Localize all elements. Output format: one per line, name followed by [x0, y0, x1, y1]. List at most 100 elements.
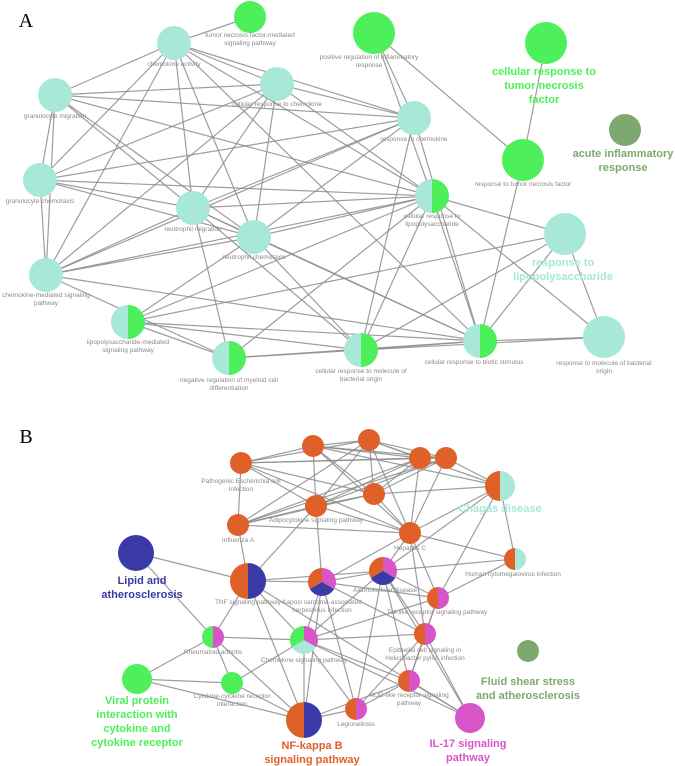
edge	[240, 462, 411, 534]
edge	[135, 552, 214, 638]
node-rheumatoid-arthritis[interactable]: Rheumatoid arthritis	[184, 626, 243, 656]
node-alcoholic-liver-disease[interactable]: Alcoholic liver disease	[353, 557, 417, 594]
node-response-to-tumor-necrosis-factor[interactable]: response to tumor necrosis factor	[475, 139, 572, 188]
node-label: Influenza A	[222, 537, 255, 544]
node-b-n3[interactable]	[409, 447, 431, 469]
node-slice	[427, 587, 438, 609]
node-circle	[122, 664, 152, 694]
edge	[127, 195, 433, 323]
edge	[192, 117, 415, 209]
node-neutrophil-migration[interactable]: neutrophil migration	[164, 191, 222, 233]
node-chemokine-activity[interactable]: chemokine activity	[147, 26, 201, 68]
edge	[303, 639, 471, 719]
node-b-n1[interactable]	[302, 435, 324, 457]
edge	[431, 195, 566, 235]
edge	[276, 83, 433, 197]
node-b-n2[interactable]	[358, 429, 380, 451]
edge	[237, 524, 411, 534]
node-slice	[425, 623, 436, 645]
node-slice	[369, 557, 383, 578]
node-slice	[485, 471, 500, 501]
node-hepatitis-c[interactable]: Hepatitis C	[394, 522, 426, 552]
edge	[136, 678, 305, 721]
edge	[173, 42, 194, 209]
edge	[253, 117, 415, 238]
node-label: Toll-like receptor signaling pathway	[387, 609, 489, 616]
edge	[45, 274, 481, 342]
node-response-to-chemokine[interactable]: response to chemokine	[380, 101, 448, 143]
node-chemokine-signaling-pathway[interactable]: Chemokine signaling pathway	[261, 626, 348, 664]
node-slice	[111, 305, 128, 339]
node-chagas-disease[interactable]: Chagas disease	[458, 471, 542, 515]
node-b-n5[interactable]	[435, 447, 457, 469]
edge	[315, 439, 370, 507]
edge	[45, 83, 278, 276]
node-slice	[356, 698, 367, 720]
node-label: Chemokine signaling pathway	[261, 657, 348, 664]
node-tnf-signaling-pathway[interactable]: TNF signaling pathway	[215, 563, 282, 606]
node-label: Alcoholic liver disease	[353, 587, 417, 594]
edge	[303, 639, 410, 682]
edge	[373, 32, 524, 161]
node-influenza-a[interactable]: Influenza A	[222, 514, 255, 544]
edge	[173, 42, 278, 85]
node-adipocytokine-signaling-pathway[interactable]: Adipocytokine signaling pathway	[269, 495, 364, 524]
node-granulocyte-migration[interactable]: granulocyte migration	[24, 78, 87, 120]
node-cellular-response-to-chemokine[interactable]: cellular response to chemokine	[232, 67, 322, 108]
edge	[45, 236, 255, 276]
node-slice	[480, 324, 497, 358]
edge	[45, 207, 194, 276]
edge	[409, 532, 439, 599]
edge	[382, 570, 410, 682]
node-label: neutrophil migration	[164, 226, 221, 233]
edge	[135, 552, 249, 582]
node-legionellosis[interactable]: Legionellosis	[337, 698, 376, 728]
node-cellular-response-to-biotic-stimulus[interactable]: cellular response to biotic stimulus	[425, 324, 525, 366]
node-toll-like-receptor-signaling-pathway[interactable]: Toll-like receptor signaling pathway	[387, 587, 489, 616]
node-label: Chagas disease	[458, 503, 541, 515]
node-human-cytomegalovirus-infection[interactable]: Human cytomegalovirus infection	[465, 548, 561, 578]
node-granulocyte-chemotaxis[interactable]: granulocyte chemotaxis	[6, 163, 75, 205]
edge	[437, 485, 501, 599]
node-slice	[290, 626, 304, 647]
edge	[39, 179, 194, 209]
edge	[431, 195, 605, 338]
edge	[54, 83, 278, 96]
edge	[192, 207, 362, 351]
edge	[355, 570, 384, 710]
node-b-n6[interactable]	[363, 483, 385, 505]
node-circle	[23, 163, 57, 197]
node-slice	[213, 626, 224, 648]
node-neutrophil-chemotaxis[interactable]: neutrophil chemotaxis	[222, 220, 286, 261]
node-circle	[397, 101, 431, 135]
node-slice	[304, 702, 322, 738]
edge	[127, 321, 481, 342]
edge	[437, 558, 516, 599]
edge	[39, 179, 433, 197]
